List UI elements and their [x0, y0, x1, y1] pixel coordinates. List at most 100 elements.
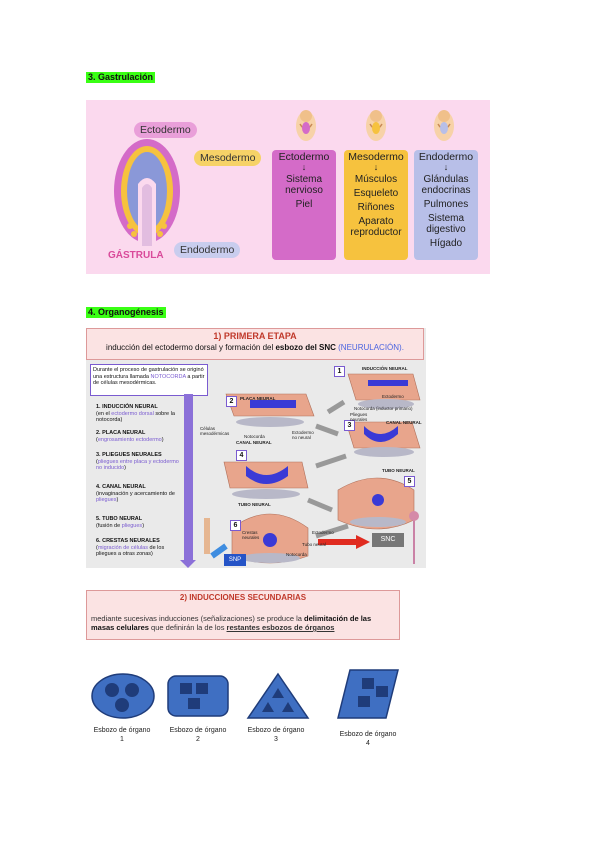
down-arrow-icon: ↓: [443, 162, 449, 172]
neurulation-figure: 1) PRIMERA ETAPA inducción del ectodermo…: [86, 328, 426, 568]
label-notocorda: Notocorda: [244, 434, 265, 439]
label-tubo-neural: Tubo neural: [302, 542, 326, 547]
gastrula-caption: GÁSTRULA: [108, 250, 164, 261]
neurulation-diagram: [204, 373, 421, 564]
timeline-bar: [184, 394, 193, 562]
step-item: 6. CRESTAS NEURALES(migración de células…: [96, 538, 181, 558]
organ-1-shape: [91, 673, 155, 719]
step-item: 3. PLIEGUES NEURALES(pliegues entre plac…: [96, 452, 181, 472]
section-title-gastrulacion: 3. Gastrulación: [86, 72, 156, 83]
label-tubo: TUBO NEURAL: [382, 468, 415, 473]
step-text: (: [96, 436, 98, 443]
step-text: (: [96, 458, 98, 465]
column-item: Esqueleto: [353, 188, 399, 199]
embryo-icon: [296, 110, 316, 141]
organ-2-shape: [167, 675, 229, 717]
label-canal: CANAL NEURAL: [386, 420, 422, 425]
stage-sub-text: inducción del ectodermo dorsal y formaci…: [106, 343, 276, 352]
organ-4-caption: Esbozo de órgano 4: [339, 731, 397, 747]
label-ecto-no-neural: Ectodermo no neural: [292, 430, 314, 440]
primera-etapa-header: 1) PRIMERA ETAPA inducción del ectodermo…: [86, 328, 424, 360]
step-item: 2. PLACA NEURAL(engrosamiento ectodermo): [96, 430, 181, 443]
step-heading: 3. PLIEGUES NEURALES: [96, 452, 162, 458]
stage-number: 4: [236, 450, 247, 461]
stage-number: 1: [334, 366, 345, 377]
stage-title: 1) PRIMERA ETAPA: [213, 331, 297, 341]
gastrula-mesodermo-label: Mesodermo: [194, 150, 262, 166]
step-text: (en el: [96, 410, 112, 417]
step-highlight: engrosamiento ectodermo: [97, 436, 162, 443]
column-item: Riñones: [357, 202, 395, 213]
step-heading: 1. INDUCCIÓN NEURAL: [96, 404, 158, 410]
step-item: 4. CANAL NEURAL(invaginación y acercamie…: [96, 484, 181, 504]
column-item: Aparato reproductor: [350, 216, 402, 238]
embryo-icon: [434, 110, 454, 141]
organ-3-caption: Esbozo de órgano 3: [247, 727, 305, 743]
step-text: ): [124, 465, 126, 471]
stage-number: 2: [226, 396, 237, 407]
step-item: 1. INDUCCIÓN NEURAL(en el ectodermo dors…: [96, 404, 181, 424]
stage-number: 6: [230, 520, 241, 531]
step-highlight: ectodermo dorsal: [111, 410, 154, 417]
label-tubo-2: TUBO NEURAL: [238, 502, 271, 507]
step-item: 5. TUBO NEURAL(fusión de pliegues): [96, 516, 181, 529]
stage-number: 3: [344, 420, 355, 431]
organ-3-shape: [246, 672, 310, 719]
embryo-icon: [366, 110, 386, 141]
secondary-bold: delimitación de las masas celulares: [91, 614, 372, 632]
notocorda-intro-box: Durante el proceso de gastrulación se or…: [90, 364, 208, 396]
column-head: Endodermo: [418, 151, 474, 163]
organ-1-caption: Esbozo de órgano 1: [93, 727, 151, 743]
column-head: Ectodermo: [278, 151, 330, 163]
down-arrow-icon: ↓: [301, 162, 307, 172]
secondary-text-start: mediante sucesivas inducciones (señaliza…: [91, 614, 305, 623]
step-heading: 2. PLACA NEURAL: [96, 430, 146, 436]
step-text: (fusión de: [96, 522, 122, 529]
gastrulation-figure: Ectodermo Mesodermo Endodermo GÁSTRULA E…: [86, 100, 490, 274]
gastrula-endodermo-label: Endodermo: [174, 242, 241, 258]
label-pliegues: Pliegues neurales: [350, 412, 368, 422]
intro-text-end: a partir de células mesodérmicas.: [93, 373, 205, 387]
step-heading: 4. CANAL NEURAL: [96, 484, 146, 490]
stage-number: 5: [404, 476, 415, 487]
label-notocorda-inductor: Notocorda (inductor primario): [354, 406, 413, 411]
label-ectodermo: Ectodermo: [382, 394, 404, 399]
snc-badge: SNC: [372, 533, 404, 547]
organ-2-caption: Esbozo de órgano 2: [169, 727, 227, 743]
gastrula-illustration: [114, 139, 180, 246]
column-item: Hígado: [429, 238, 463, 249]
secondary-text: mediante sucesivas inducciones (señaliza…: [91, 614, 395, 632]
label-crestas: Crestas neurales: [242, 530, 260, 540]
step-highlight: pliegues: [96, 497, 117, 503]
stage-sub-blue: (NEURULACIÓN).: [335, 343, 404, 352]
label-canal-2: CANAL NEURAL: [236, 440, 272, 445]
step-text: ): [161, 436, 164, 443]
column-head: Mesodermo: [348, 151, 404, 163]
label-induccion: INDUCCIÓN NEURAL: [362, 366, 408, 371]
column-item: Sistema nervioso: [285, 174, 323, 196]
label-notocorda-2: Notocorda: [286, 552, 307, 557]
snp-badge: SNP: [224, 554, 246, 566]
ectodermo-column: Ectodermo ↓ Sistema nervioso Piel: [272, 150, 336, 260]
column-item: Glándulas endocrinas: [421, 174, 471, 196]
intro-notocorda: NOTOCORDA: [150, 373, 186, 380]
mesodermo-column: Mesodermo ↓ Músculos Esqueleto Riñones A…: [344, 150, 408, 260]
section-title-organogenesis: 4. Organogénesis: [86, 307, 166, 318]
endodermo-column: Endodermo ↓ Glándulas endocrinas Pulmone…: [414, 150, 478, 260]
step-text: (: [96, 544, 98, 551]
secondary-text-mid: que definirán la de los: [148, 623, 227, 632]
down-arrow-icon: ↓: [373, 162, 379, 172]
step-text: de los pliegues a otras zonas): [96, 544, 165, 558]
timeline-arrow-icon: [180, 560, 196, 568]
label-celulas: Células mesodérmicas: [200, 426, 230, 436]
gastrula-ectodermo-label: Ectodermo: [134, 122, 197, 138]
step-heading: 5. TUBO NEURAL: [96, 516, 143, 522]
step-highlight: pliegues: [121, 522, 143, 529]
step-highlight: pliegues entre placa y ectodermo no indu…: [96, 458, 179, 472]
label-ectodermo-2: Ectodermo: [312, 530, 334, 535]
step-highlight: migración de células: [97, 544, 148, 551]
secondary-title: 2) INDUCCIONES SECUNDARIAS: [179, 593, 307, 602]
step-text: ): [142, 522, 145, 529]
step-heading: 6. CRESTAS NEURALES: [96, 538, 160, 544]
stage-sub-bold: esbozo del SNC: [275, 343, 336, 352]
